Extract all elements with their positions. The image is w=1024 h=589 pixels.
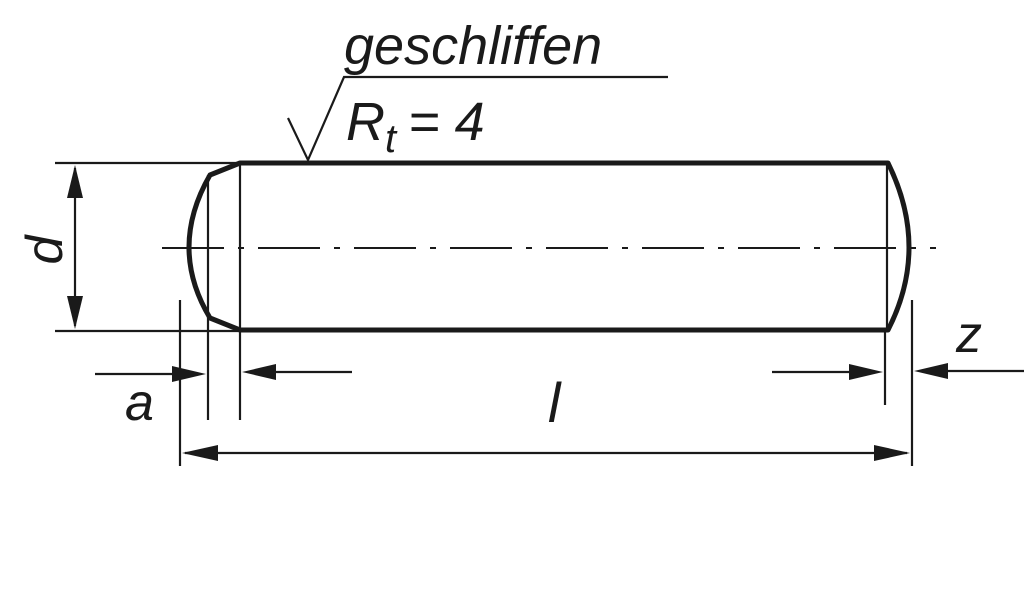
finish-note: geschliffen (344, 16, 602, 76)
end-dim-label: z (955, 306, 982, 364)
diameter-label: d (16, 233, 74, 264)
chamfer-arrow-left (242, 364, 276, 380)
diameter-arrow-top (67, 165, 83, 198)
length-label: l (548, 371, 562, 434)
roughness-label: Rt= 4 (346, 92, 485, 161)
end-dim-arrow-right (849, 364, 883, 380)
length-arrow-right (874, 445, 910, 461)
end-dim-arrow-left (914, 363, 948, 379)
length-arrow-left (182, 445, 218, 461)
chamfer-arrow-right (172, 366, 206, 382)
chamfer-label: a (125, 374, 154, 432)
pin-outline (186, 160, 912, 333)
surface-finish-symbol (287, 75, 668, 163)
diameter-arrow-bottom (67, 296, 83, 329)
